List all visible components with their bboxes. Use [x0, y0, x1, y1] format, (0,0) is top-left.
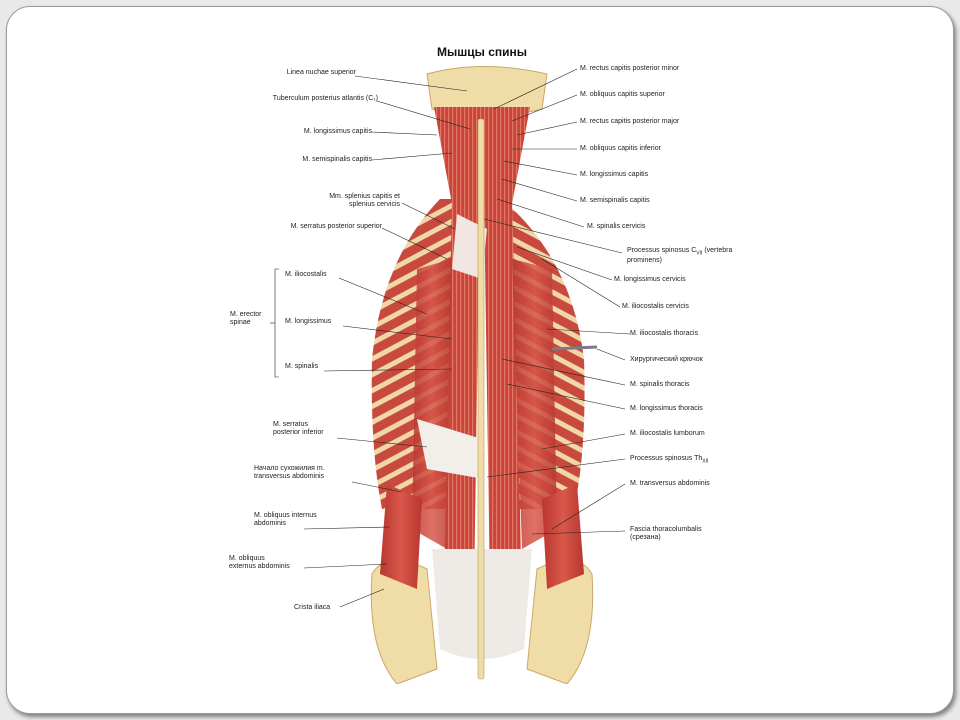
label-m-obliquus-internus: M. obliquus internus abdominis — [254, 512, 317, 527]
label-m-obliquus-externus: M. obliquus externus abdominis — [229, 555, 290, 570]
label-m-serratus-posterior-superior: M. serratus posterior superior — [290, 223, 382, 230]
label-m-longissimus-capitis-right: M. longissimus capitis — [580, 171, 649, 178]
label-m-transversus-abdominis: M. transversus abdominis — [630, 480, 710, 487]
label-m-longissimus: M. longissimus — [285, 318, 332, 325]
label-nachalo-sukhozhiliya: Начало сухожилия m. transversus abdomini… — [254, 465, 325, 480]
anatomy-illustration — [270, 66, 631, 684]
back-muscles-figure: Мышцы спины Linea nuchae superior Tuberc… — [212, 29, 752, 684]
label-crista-iliaca: Crista iliaca — [294, 604, 331, 611]
label-m-longissimus-cervicis: M. longissimus cervicis — [614, 276, 686, 283]
label-m-semispinalis-capitis-left: M. semispinalis capitis — [302, 156, 372, 163]
label-linea-nuchae-superior: Linea nuchae superior — [286, 69, 356, 76]
label-m-erector-spinae: M. erector spinae — [230, 311, 262, 326]
label-m-rectus-capitis-posterior-major: M. rectus capitis posterior major — [580, 118, 680, 125]
label-m-iliocostalis-thoracis: M. iliocostalis thoracis — [630, 330, 699, 337]
label-m-serratus-posterior-inferior: M. serratus posterior inferior — [273, 421, 324, 436]
slide-title: Мышцы спины — [437, 45, 527, 59]
label-tuberculum-posterius-atlantis: Tuberculum posterius atlantis (C₁) — [272, 95, 378, 102]
label-m-obliquus-capitis-superior: M. obliquus capitis superior — [580, 91, 665, 98]
label-m-rectus-capitis-posterior-minor: M. rectus capitis posterior minor — [580, 65, 680, 72]
label-mm-splenius: Mm. splenius capitis et splenius cervici… — [329, 193, 400, 208]
label-khirurgicheskiy-kryuchok: Хирургический крючок — [630, 356, 703, 363]
label-m-iliocostalis-lumborum: M. iliocostalis lumborum — [630, 430, 705, 437]
label-fascia-thoracolumbalis: Fascia thoracolumbalis (срезана) — [630, 526, 702, 541]
label-m-obliquus-capitis-inferior: M. obliquus capitis inferior — [580, 145, 661, 152]
label-m-longissimus-thoracis: M. longissimus thoracis — [630, 405, 703, 412]
label-m-spinalis: M. spinalis — [285, 363, 319, 370]
label-m-spinalis-thoracis: M. spinalis thoracis — [630, 381, 690, 388]
label-processus-spinosus-cvii: Processus spinosus CVII (vertebra promin… — [627, 247, 733, 265]
label-m-spinalis-cervicis: M. spinalis cervicis — [587, 223, 646, 230]
label-m-longissimus-capitis-left: M. longissimus capitis — [303, 128, 372, 135]
slide: Мышцы спины Linea nuchae superior Tuberc… — [6, 6, 954, 714]
label-m-iliocostalis: M. iliocostalis — [285, 271, 327, 278]
label-processus-spinosus-thxii: Processus spinosus ThXII — [630, 455, 709, 465]
label-m-semispinalis-capitis-right: M. semispinalis capitis — [580, 197, 650, 204]
label-m-iliocostalis-cervicis: M. iliocostalis cervicis — [622, 303, 689, 310]
